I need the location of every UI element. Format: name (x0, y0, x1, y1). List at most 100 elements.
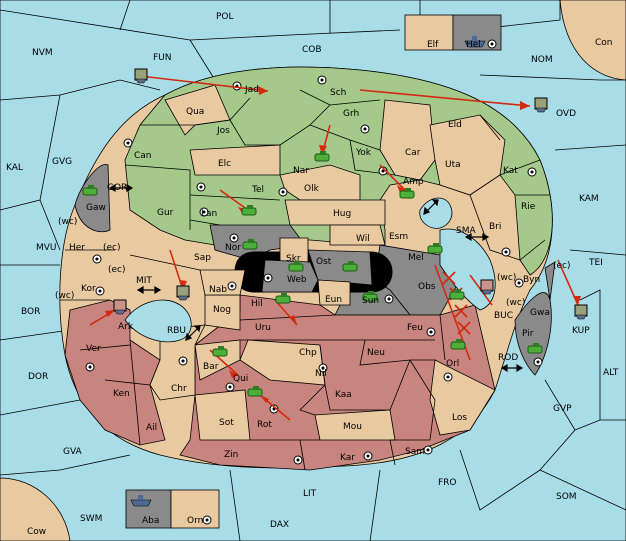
double-arrow-icon (108, 183, 134, 193)
army-unit-icon (427, 243, 443, 254)
label-nog: Nog (213, 305, 231, 315)
fleet-unit-icon (134, 68, 148, 84)
label-hel: Hel (466, 40, 481, 50)
label-bar: Bar (203, 362, 219, 372)
army-units[interactable] (82, 151, 543, 397)
region-bri[interactable] (469, 174, 521, 261)
label-swm: SWM (80, 514, 102, 524)
label-rie: Rie (521, 202, 536, 212)
label-ken: Ken (113, 389, 130, 399)
region-bar-tan[interactable] (194, 339, 241, 381)
label-lit: LIT (303, 489, 317, 499)
region-elf[interactable] (404, 14, 454, 51)
army-unit-icon (449, 289, 465, 300)
army-unit-icon (288, 261, 304, 272)
label-nom: NOM (531, 55, 553, 65)
army-unit-icon (342, 261, 358, 272)
army-unit-icon (241, 205, 257, 216)
label-wc4: (wc) (506, 298, 525, 308)
supply-center-icon (85, 362, 95, 372)
label-orn: Orn (187, 516, 203, 526)
supply-center-icon (196, 182, 206, 192)
region-ost[interactable] (307, 249, 373, 286)
supply-center-icon (363, 451, 373, 461)
label-can: Can (134, 151, 152, 161)
label-esm: Esm (389, 232, 408, 242)
army-unit-icon (450, 339, 466, 350)
label-wc3: (wc) (497, 273, 516, 283)
label-her: Her (69, 243, 85, 253)
army-unit-icon (527, 343, 543, 354)
label-yok: Yok (355, 148, 372, 158)
label-gor: GOR (107, 183, 127, 193)
label-olk: Olk (304, 184, 320, 194)
fleet-unit-icon (574, 304, 588, 320)
region-gaw[interactable] (74, 164, 111, 233)
label-lan: Lan (201, 209, 217, 219)
supply-center-icon (423, 445, 433, 455)
region-chr[interactable] (149, 324, 206, 401)
label-kal: KAL (6, 163, 23, 173)
label-cow: Cow (27, 527, 46, 537)
region-gwa-strip[interactable] (544, 261, 556, 301)
label-zin: Zin (224, 450, 238, 460)
fleet-unit-icon (464, 36, 486, 48)
label-grh: Grh (343, 109, 359, 119)
unit-tokens[interactable] (113, 36, 588, 507)
supply-center-icon (443, 372, 453, 382)
label-ec3: (ec) (553, 261, 571, 271)
supply-center-icon (178, 356, 188, 366)
label-aba: Aba (142, 516, 159, 526)
double-arrow-icon (136, 285, 162, 295)
supply-center-icon (487, 39, 497, 49)
label-sch: Sch (330, 88, 346, 98)
supply-center-icon (533, 357, 543, 367)
region-elc[interactable] (189, 144, 281, 176)
label-dor: DOR (28, 372, 48, 382)
label-elc: Elc (218, 159, 231, 169)
supply-center-icon (229, 233, 239, 243)
region-eun[interactable] (317, 279, 351, 306)
region-hug[interactable] (284, 199, 386, 226)
region-pir[interactable] (514, 292, 552, 376)
label-ost: Ost (316, 257, 332, 267)
supply-center-icon (317, 75, 327, 85)
region-red-west[interactable] (64, 299, 166, 446)
label-byn: Byn (523, 275, 540, 285)
label-mvu: MVU (36, 243, 57, 253)
label-qua: Qua (186, 107, 204, 117)
label-amp: Amp (403, 177, 424, 187)
region-web[interactable] (261, 259, 319, 293)
supply-center-icon (92, 254, 102, 264)
label-sma: SMA (456, 226, 476, 236)
label-nar: Nar (293, 166, 309, 176)
label-tel: Tel (251, 185, 264, 195)
label-hil: Hil (251, 299, 263, 309)
supply-center-icon (263, 273, 273, 283)
label-wil: Wil (356, 234, 370, 244)
label-obs: Obs (418, 282, 436, 292)
supply-center-icon (227, 281, 237, 291)
label-nil: Nil (315, 369, 327, 379)
region-aba[interactable] (125, 489, 172, 529)
double-arrow-icon (464, 232, 490, 242)
label-jad: Jad (244, 85, 259, 95)
region-wil[interactable] (329, 224, 386, 246)
label-wc2: (wc) (55, 291, 74, 301)
label-chp: Chp (299, 348, 317, 358)
label-nab: Nab (209, 285, 227, 295)
supply-center-icon (360, 124, 370, 134)
supply-center-icon (318, 363, 328, 373)
label-neu: Neu (367, 348, 385, 358)
region-chp[interactable] (239, 339, 326, 386)
label-mel: Mel (408, 253, 424, 263)
province-borders (60, 89, 550, 471)
label-gur: Gur (157, 208, 174, 218)
region-sot[interactable] (194, 389, 251, 441)
supply-center-icon (293, 455, 303, 465)
label-uta: Uta (445, 160, 461, 170)
label-rot: Rot (257, 420, 272, 430)
supply-center-icon (199, 207, 209, 217)
